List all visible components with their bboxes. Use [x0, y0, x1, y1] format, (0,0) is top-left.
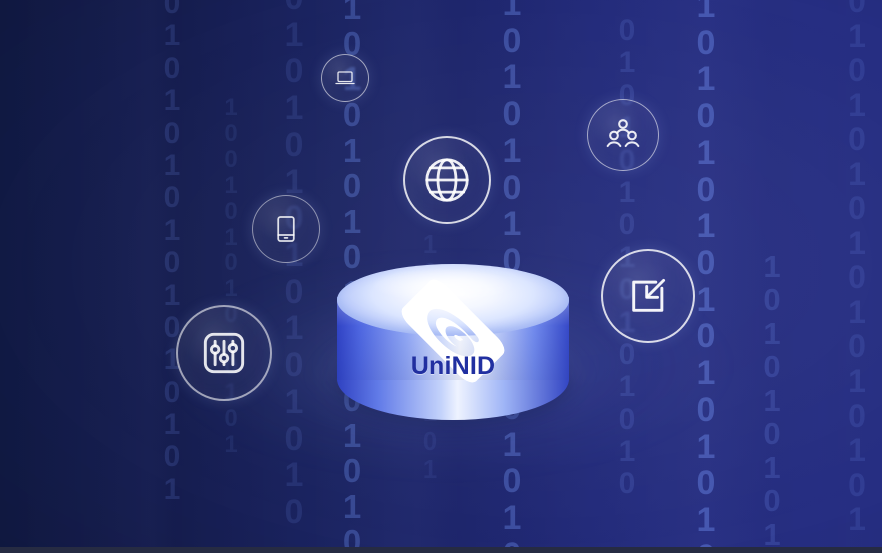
binary-column: 0 1 0 1 0 1 0 1 0 1 0 1 0 1 0 1 — [163, 0, 181, 506]
people-icon — [587, 99, 659, 171]
binary-column: 1 0 1 0 1 0 1 0 1 — [763, 249, 781, 552]
laptop-icon — [321, 54, 369, 102]
globe-icon — [403, 136, 491, 224]
import-icon — [601, 249, 695, 343]
binary-column: 0 1 0 1 0 1 0 1 0 1 0 1 0 1 0 1 — [848, 0, 866, 538]
cylinder-label: UniNID — [410, 352, 496, 380]
mobile-icon — [252, 195, 320, 263]
sliders-icon — [176, 305, 272, 401]
uninid-cylinder: UniNID — [337, 264, 569, 420]
bottom-bar — [0, 547, 882, 553]
uninid-logo-icon — [389, 267, 518, 396]
